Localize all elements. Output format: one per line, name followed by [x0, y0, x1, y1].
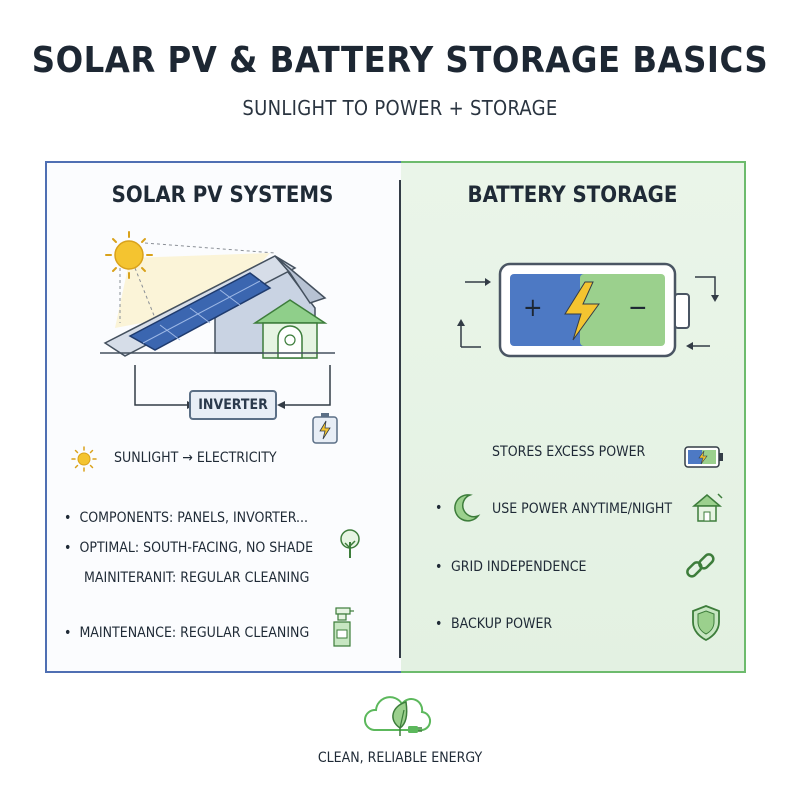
battery-illustration	[457, 262, 719, 358]
solar-house-illustration	[100, 231, 335, 359]
solar-panel-title: SOLAR PV SYSTEMS	[111, 183, 334, 208]
house-icon	[252, 299, 328, 359]
cloud-leaf-plug-icon	[364, 696, 431, 736]
spray-bottle-icon	[333, 607, 354, 647]
battery-item-anytime: USE POWER ANYTIME/NIGHT	[492, 501, 673, 517]
battery-icon	[312, 413, 338, 444]
page-subtitle: SUNLIGHT TO POWER + STORAGE	[242, 96, 558, 120]
battery-icon	[684, 446, 723, 468]
page-title: SOLAR PV & BATTERY STORAGE BASICS	[31, 40, 769, 81]
battery-item-stores: STORES EXCESS POWER	[492, 444, 646, 460]
battery-panel-title: BATTERY STORAGE	[467, 183, 678, 208]
list-item: • MAINTENANCE: REGULAR CLEANING	[64, 625, 310, 641]
panel-divider	[399, 180, 401, 658]
list-item: •	[435, 500, 443, 516]
bullet-text: MAINTENANCE: REGULAR CLEANING	[79, 625, 310, 641]
list-item: • OPTIMAL: SOUTH-FACING, NO SHADE	[64, 540, 314, 556]
tree-icon	[340, 529, 360, 558]
battery-plus: +	[523, 293, 543, 323]
inverter-label: INVERTER	[189, 390, 277, 420]
footer-tagline: CLEAN, RELIABLE ENERGY	[317, 750, 483, 766]
sun-icon	[105, 231, 276, 328]
link-icon	[686, 553, 715, 578]
battery-item-grid: GRID INDEPENDENCE	[451, 559, 587, 575]
sun-icon	[71, 446, 97, 472]
house-icon	[691, 493, 723, 522]
battery-minus: −	[628, 293, 648, 323]
list-item: •	[435, 616, 443, 632]
list-item: •	[435, 559, 443, 575]
bullet-text: COMPONENTS: PANELS, INVORTER...	[79, 510, 308, 526]
battery-panel-frame	[401, 161, 746, 673]
moon-icon	[454, 494, 481, 522]
battery-item-backup: BACKUP POWER	[451, 616, 553, 632]
list-item: • COMPONENTS: PANELS, INVORTER...	[64, 510, 308, 526]
bullet-text: MAINITERANIT: REGULAR CLEANING	[84, 570, 310, 586]
bullet-text: OPTIMAL: SOUTH-FACING, NO SHADE	[79, 540, 314, 556]
flow-text: SUNLIGHT → ELECTRICITY	[114, 450, 277, 466]
solar-panel-array	[128, 272, 272, 351]
shield-icon	[692, 605, 720, 642]
list-item: MAINITERANIT: REGULAR CLEANING	[84, 570, 309, 586]
